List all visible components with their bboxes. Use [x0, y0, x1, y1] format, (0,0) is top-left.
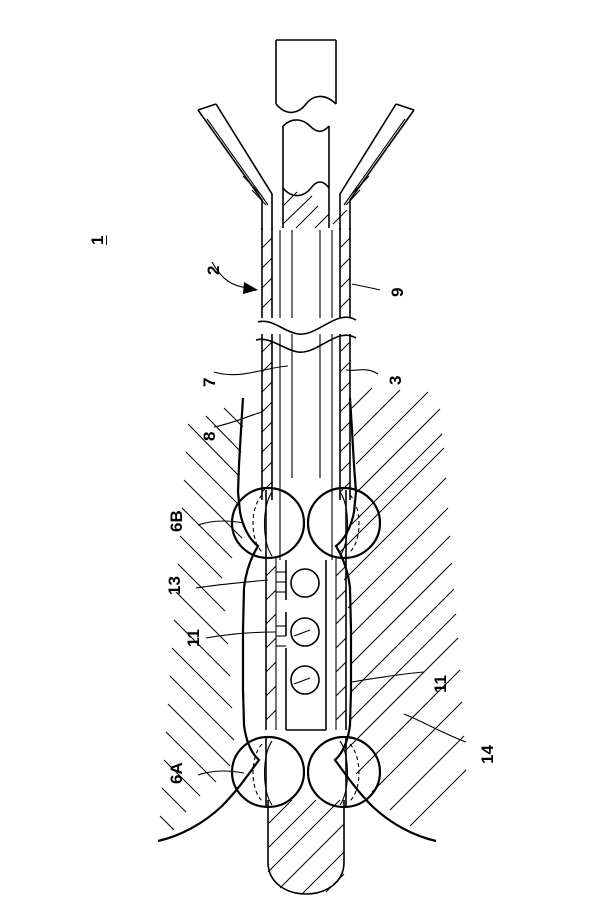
branch-left-hatch	[242, 175, 267, 206]
label-7: 7	[200, 377, 219, 387]
proximal-balloon-6B	[230, 486, 382, 560]
label-1: 1	[88, 235, 107, 245]
shaft-wall-left-hatch	[261, 237, 273, 493]
distal-tip	[267, 799, 345, 895]
treatment-chamber-13	[276, 560, 327, 731]
label-6a: 6A	[167, 762, 186, 784]
leader-lines	[195, 261, 467, 776]
junction-central-tube	[282, 119, 348, 229]
tissue-wall-right	[333, 387, 467, 843]
leader-arrowhead-2	[243, 282, 258, 294]
tissue-hatch-left	[159, 407, 244, 831]
distal-tip-hatch	[267, 799, 345, 895]
branch-right-hatch	[345, 175, 370, 206]
shaft-inner-tube	[279, 230, 333, 560]
branch-arm-left	[197, 103, 273, 230]
shaft-mid-section	[265, 556, 347, 730]
label-13: 13	[165, 576, 184, 595]
label-2: 2	[204, 265, 223, 275]
shaft-mid-hatch	[265, 565, 347, 721]
junction-hatch	[282, 191, 348, 229]
shaft-wall-right-hatch	[339, 237, 351, 493]
proximal-tube-stub	[275, 39, 337, 114]
tissue-hatch-right	[339, 387, 467, 827]
label-11-right: 11	[431, 675, 450, 693]
branch-arm-right	[339, 103, 415, 230]
label-9: 9	[388, 287, 407, 297]
label-8: 8	[200, 431, 219, 441]
side-port-holes	[290, 568, 320, 695]
shaft-outer-wall-left	[261, 228, 273, 500]
tissue-wall-left	[157, 397, 261, 843]
shaft-break-line	[255, 316, 357, 353]
label-14: 14	[478, 745, 497, 764]
label-3: 3	[386, 375, 405, 385]
shaft-outer-wall-right	[339, 228, 351, 500]
label-6b: 6B	[167, 510, 186, 532]
label-11-left: 11	[184, 629, 203, 647]
